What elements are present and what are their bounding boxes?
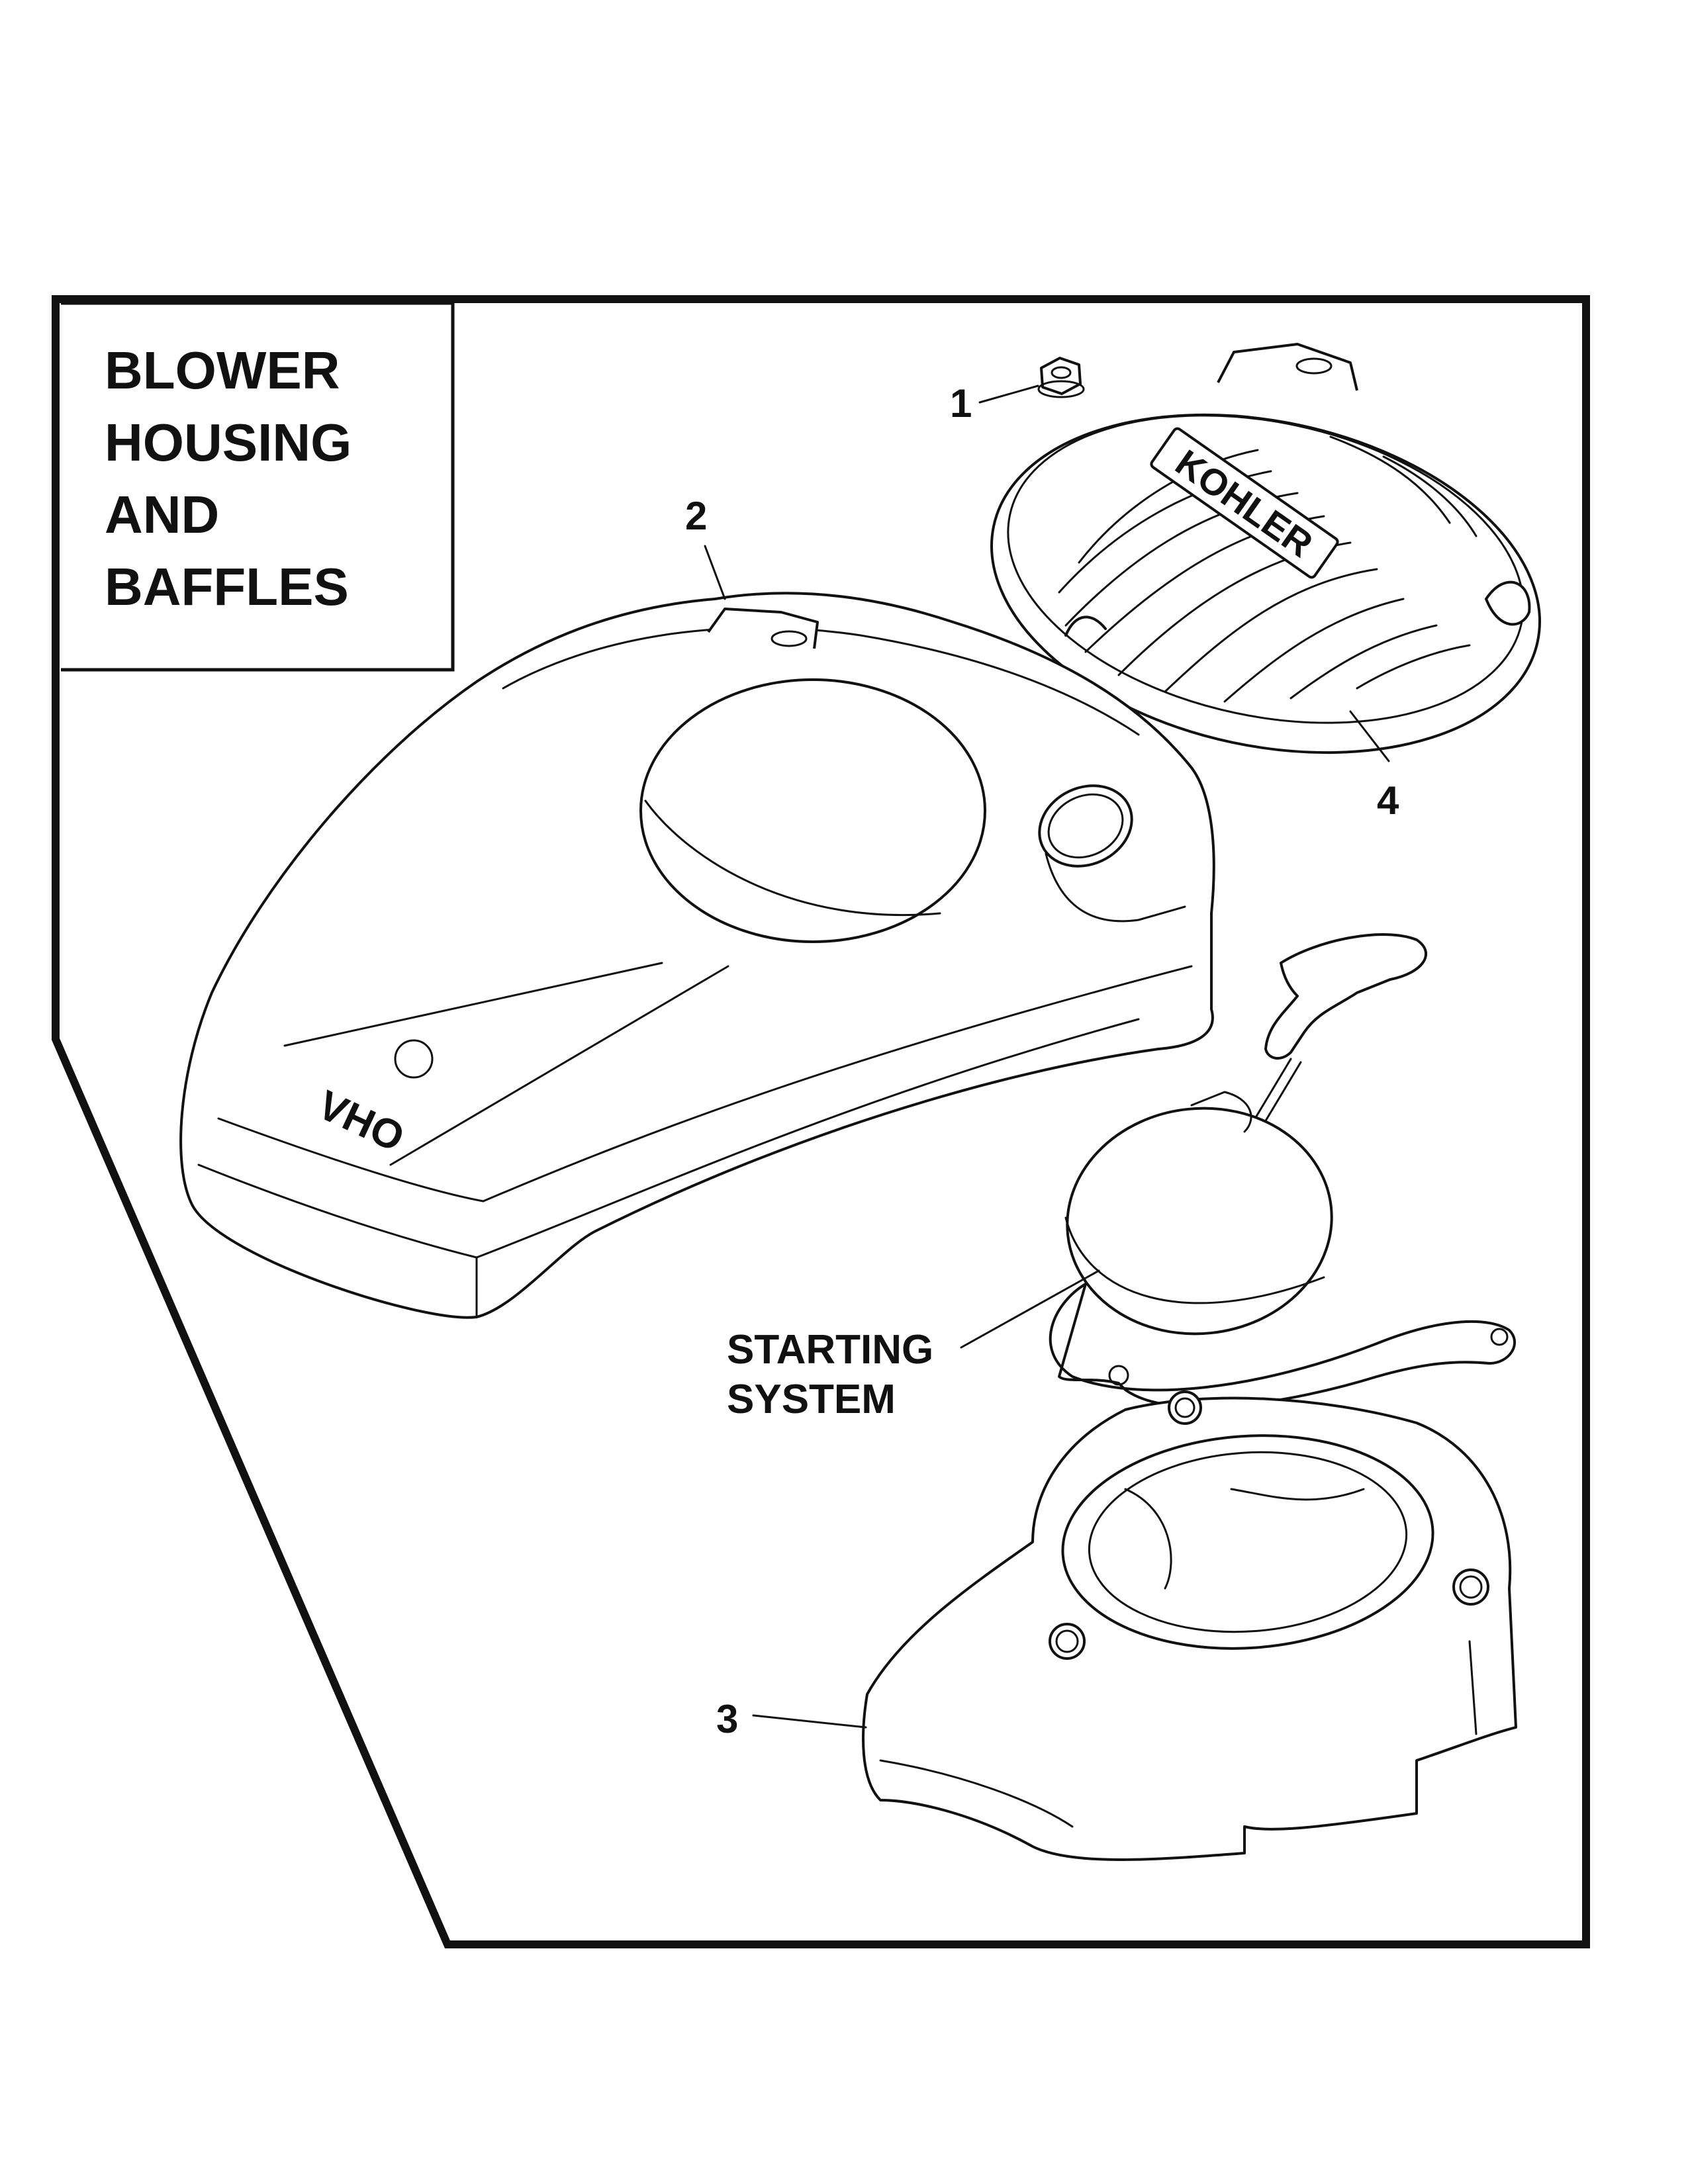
starting-system-label-2: SYSTEM — [727, 1377, 896, 1422]
part-3-lower-baffle — [862, 1390, 1517, 1861]
part-4-blower-cover: KOHLER — [990, 343, 1541, 754]
title-line-4: BAFFLES — [105, 557, 349, 616]
callout-leader-4 — [1349, 710, 1390, 762]
callout-4: 4 — [1377, 778, 1399, 823]
callout-3: 3 — [716, 1697, 738, 1741]
starting-system-label-1: STARTING — [727, 1327, 933, 1373]
callout-1: 1 — [950, 381, 972, 426]
title-box: BLOWER HOUSING AND BAFFLES — [61, 301, 455, 672]
diagram-frame — [52, 295, 1590, 1948]
starting-system-leader — [960, 1269, 1100, 1349]
callout-leader-1 — [978, 385, 1039, 404]
callout-leader-3 — [752, 1714, 867, 1729]
starting-system-recoil — [1049, 933, 1517, 1409]
title-line-2: HOUSING — [105, 413, 352, 472]
part-2-blower-housing: OHV — [179, 592, 1215, 1319]
callout-2: 2 — [685, 494, 707, 538]
callout-leader-2 — [704, 545, 726, 600]
title-line-3: AND — [105, 485, 219, 544]
title-line-1: BLOWER — [105, 341, 340, 400]
part-1-nut — [1037, 357, 1085, 398]
